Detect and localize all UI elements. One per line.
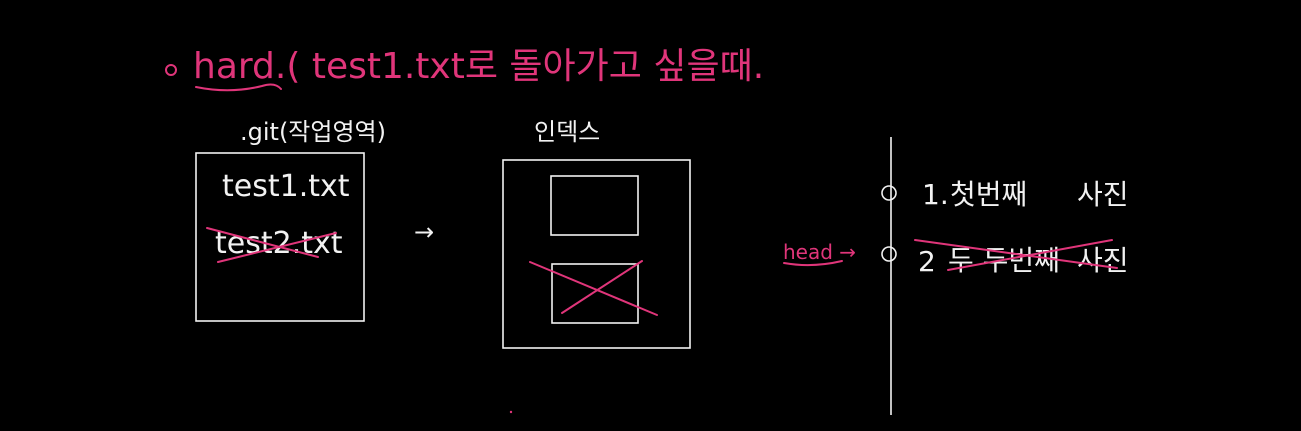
commit-1: 1. 첫번째 사진 (881, 178, 1129, 211)
arrow-to-index: → (414, 218, 434, 246)
index-slot-2-strike-2 (561, 260, 643, 314)
title-underline (195, 83, 282, 92)
file-item-1: test1.txt (222, 169, 350, 204)
index-area: 인덱스 (502, 118, 691, 349)
commit-2-strike-2 (947, 239, 1113, 271)
file-item-2: test2.txt (215, 226, 343, 261)
commit-timeline: 1. 첫번째 사진 2 두 두번째 사진 head → (783, 137, 1129, 415)
index-slot-1 (550, 175, 639, 236)
commit-2-word: 사진 (1077, 244, 1129, 277)
title-text: hard.( test1.txt로 돌아가고 싶을때. (193, 46, 764, 87)
index-box (502, 159, 691, 349)
working-area-label: .git(작업영역) (240, 118, 386, 146)
title-line: hard.( test1.txt로 돌아가고 싶을때. (165, 46, 764, 92)
working-area-box (195, 152, 365, 322)
index-label: 인덱스 (534, 118, 600, 146)
index-slot-2-strike-1 (529, 261, 658, 316)
commit-1-node (881, 185, 897, 201)
commit-2-strike-1 (914, 239, 1118, 269)
commit-1-text: 첫번째 (950, 178, 1027, 211)
commit-1-word: 사진 (1077, 178, 1129, 211)
file-item-2-strike-2 (217, 232, 337, 263)
head-pointer-underline (783, 260, 843, 267)
title-bullet (165, 64, 177, 76)
file-item-2-strike-1 (206, 227, 319, 258)
head-pointer-label: head → (783, 240, 856, 264)
commit-2: 2 두 두번째 사진 (881, 239, 1129, 278)
index-slot-2 (551, 263, 639, 324)
head-pointer: head → (783, 240, 856, 267)
stray-dot (509, 410, 513, 414)
commit-2-number: 2 (918, 245, 936, 278)
working-area: .git(작업영역) test1.txt test2.txt (195, 118, 386, 322)
arrow-to-index-glyph: → (414, 218, 434, 246)
commit-2-node (881, 246, 897, 262)
commit-1-number: 1. (922, 178, 949, 211)
